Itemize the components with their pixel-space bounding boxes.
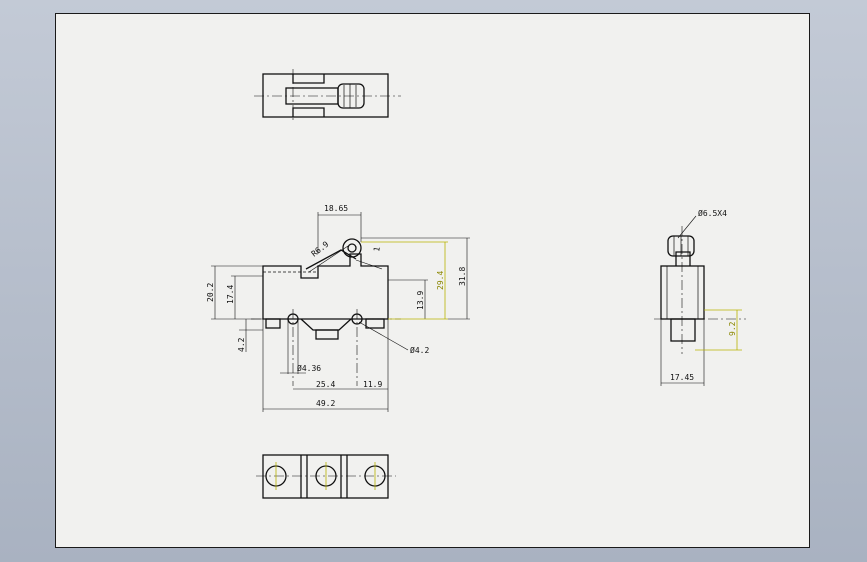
dim-31-8: 31.8 xyxy=(458,267,467,286)
dim-17-45: 17.45 xyxy=(670,373,694,382)
dim-1: 1 xyxy=(372,246,382,252)
side-view-edges xyxy=(666,266,699,319)
side-view-roller-ribs xyxy=(673,236,689,256)
dim-49-2: 49.2 xyxy=(316,399,335,408)
dim-18-65: 18.65 xyxy=(324,204,348,213)
bottom-view xyxy=(256,454,396,499)
dim-9-2: 9.2 xyxy=(728,321,737,336)
front-view xyxy=(251,238,401,386)
side-view-lever xyxy=(675,251,691,266)
dim-17-4: 17.4 xyxy=(226,285,235,304)
front-view-notch xyxy=(300,318,352,331)
dim-hole-4-2: Ø4.2 xyxy=(410,345,429,355)
bottom-view-hole-axes xyxy=(275,462,376,490)
front-view-body xyxy=(262,253,389,320)
dim-13-9: 13.9 xyxy=(416,291,425,310)
technical-drawing: 18.65 R6.9 1 20.2 17.4 4.2 13.9 29.4 31.… xyxy=(206,69,746,499)
dim-4-2: 4.2 xyxy=(237,337,246,352)
top-view xyxy=(254,69,401,122)
dim-25-4: 25.4 xyxy=(316,380,335,389)
dim-11-9: 11.9 xyxy=(363,380,382,389)
dim-leader-r6-9 xyxy=(308,245,349,273)
top-view-slot xyxy=(292,74,325,117)
bottom-view-dividers xyxy=(300,455,348,498)
terminal-left xyxy=(265,318,281,329)
dim-r6-9: R6.9 xyxy=(310,240,331,259)
side-view-body xyxy=(660,265,705,320)
roller-outer xyxy=(342,238,362,258)
actuator-lever xyxy=(305,249,357,270)
bottom-view-body xyxy=(262,454,389,499)
side-view-terminal xyxy=(670,318,696,342)
front-view-dimensions: 18.65 R6.9 1 20.2 17.4 4.2 13.9 29.4 31.… xyxy=(206,204,470,412)
drawing-sheet: 18.65 R6.9 1 20.2 17.4 4.2 13.9 29.4 31.… xyxy=(55,13,810,548)
side-view: Ø6.5X4 17.45 9.2 xyxy=(654,208,746,386)
dim-line-1 xyxy=(355,259,383,270)
dim-leader-4-2 xyxy=(358,321,409,351)
dim-leader-6-5x4 xyxy=(677,215,697,239)
dim-hole-4-36: Ø4.36 xyxy=(297,363,321,373)
terminal-right xyxy=(365,318,385,329)
top-view-body xyxy=(262,73,389,118)
dim-roller-6-5x4: Ø6.5X4 xyxy=(698,208,727,218)
terminal-middle xyxy=(315,329,339,340)
dim-29-4: 29.4 xyxy=(436,271,445,290)
roller-inner xyxy=(347,243,357,253)
dim-20-2: 20.2 xyxy=(206,283,215,302)
